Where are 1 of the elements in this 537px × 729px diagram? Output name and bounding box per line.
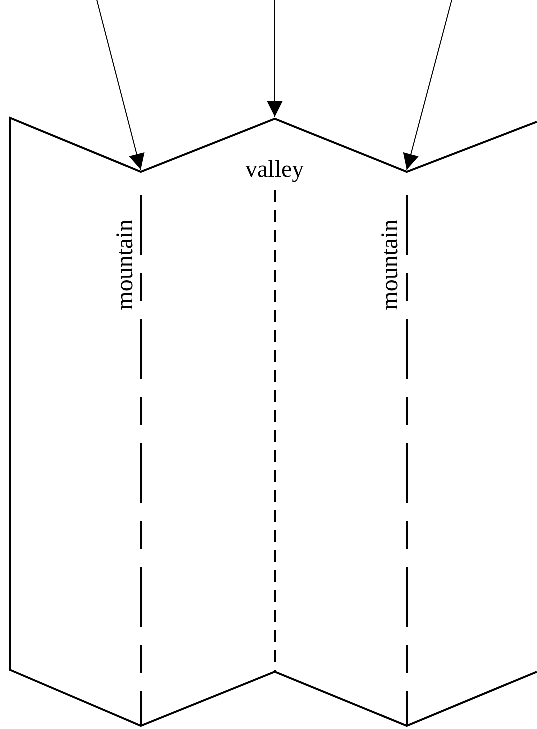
fold-label: valley (244, 157, 306, 183)
